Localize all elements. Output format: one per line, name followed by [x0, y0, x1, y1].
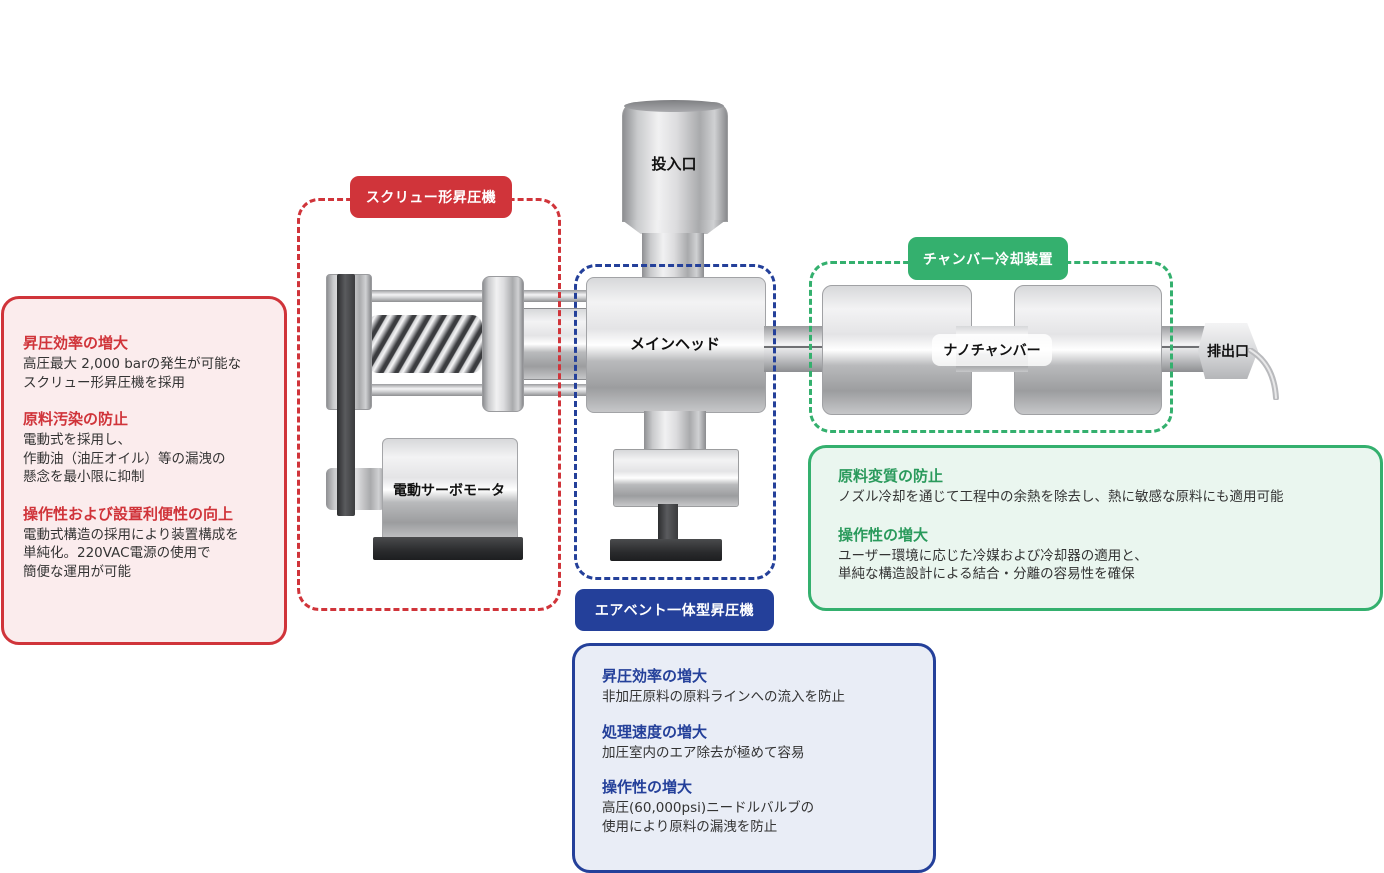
inlet-hopper-body	[622, 102, 728, 222]
nano-chamber-label: ナノチャンバー	[932, 334, 1052, 366]
servo-motor-base	[373, 537, 523, 560]
tie-rod-bottom	[368, 384, 588, 396]
ball-screw	[368, 315, 482, 373]
info-section: 原料汚染の防止 電動式を採用し、 作動油（油圧オイル）等の漏洩の 懸念を最小限に…	[23, 409, 266, 487]
needle-valve-stem	[658, 504, 678, 540]
info-section: 原料変質の防止 ノズル冷却を通じて工程中の余熱を除去し、熱に敏感な原料にも適用可…	[838, 466, 1362, 507]
info-body: ノズル冷却を通じて工程中の余熱を除去し、熱に敏感な原料にも適用可能	[838, 489, 1284, 505]
airvent-booster-group-outline	[574, 264, 776, 580]
info-section: 操作性の増大 高圧(60,000psi)ニードルバルブの 使用により原料の漏洩を…	[602, 777, 915, 836]
info-title: 昇圧効率の増大	[602, 667, 708, 685]
servo-motor-body	[382, 438, 518, 542]
cooling-badge: チャンバー冷却装置	[908, 237, 1068, 280]
cooling-group-outline	[809, 261, 1173, 433]
inlet-label: 投入口	[651, 154, 697, 173]
main-head-body	[586, 277, 766, 413]
info-body: 加圧室内のエア除去が極めて容易	[602, 744, 805, 761]
vent-neck	[644, 411, 706, 449]
servo-motor-label: 電動サーボモータ	[393, 483, 505, 499]
info-section: 操作性の増大 ユーザー環境に応じた冷媒および冷却器の適用と、 単純な構造設計によ…	[838, 525, 1362, 584]
needle-valve-block	[613, 449, 739, 507]
info-title: 原料変質の防止	[838, 467, 944, 485]
info-body: 電動式構造の採用により装置構成を 単純化。220VAC電源の使用で 簡便な運用が…	[23, 526, 239, 580]
info-title: 処理速度の増大	[602, 722, 708, 741]
info-title: 操作性の増大	[838, 525, 929, 544]
motor-belt-loop	[337, 468, 355, 514]
drive-belt	[337, 274, 355, 516]
info-section: 操作性および設置利便性の向上 電動式構造の採用により装置構成を 単純化。220V…	[23, 504, 266, 582]
info-section: 処理速度の増大 加圧室内のエア除去が極めて容易	[602, 722, 915, 763]
outlet-label: 排出口	[1207, 344, 1249, 360]
info-section: 昇圧効率の増大 高圧最大 2,000 barの発生が可能な スクリュー形昇圧機を…	[23, 333, 266, 392]
info-body: ユーザー環境に応じた冷媒および冷却器の適用と、 単純な構造設計による結合・分離の…	[838, 547, 1148, 583]
inlet-hopper-taper	[622, 220, 726, 234]
motor-shaft-pulley	[326, 468, 386, 510]
screw-carrier-block	[482, 276, 524, 412]
info-title: 昇圧効率の増大	[23, 334, 129, 352]
tie-rod-top	[368, 290, 588, 302]
info-section: 昇圧効率の増大 非加圧原料の原料ラインへの流入を防止	[602, 666, 915, 707]
info-body: 非加圧原料の原料ラインへの流入を防止	[602, 689, 845, 705]
inlet-hopper-top	[624, 100, 724, 112]
needle-valve-handle	[610, 539, 722, 561]
main-head-label: メインヘッド	[629, 334, 720, 353]
outlet-tube	[1248, 348, 1279, 400]
screw-booster-info-box: 昇圧効率の増大 高圧最大 2,000 barの発生が可能な スクリュー形昇圧機を…	[1, 296, 287, 645]
info-body: 高圧最大 2,000 barの発生が可能な スクリュー形昇圧機を採用	[23, 356, 242, 391]
info-title: 原料汚染の防止	[23, 410, 129, 428]
screw-booster-badge: スクリュー形昇圧機	[350, 176, 512, 218]
info-body: 電動式を採用し、 作動油（油圧オイル）等の漏洩の 懸念を最小限に抑制	[23, 432, 226, 485]
info-body: 高圧(60,000psi)ニードルバルブの 使用により原料の漏洩を防止	[602, 800, 815, 835]
cooling-info-box: 原料変質の防止 ノズル冷却を通じて工程中の余熱を除去し、熱に敏感な原料にも適用可…	[808, 445, 1383, 611]
airvent-booster-info-box: 昇圧効率の増大 非加圧原料の原料ラインへの流入を防止 処理速度の増大 加圧室内の…	[572, 643, 936, 873]
screw-booster-group-outline	[297, 198, 561, 611]
inlet-neck	[642, 233, 704, 283]
info-title: 操作性および設置利便性の向上	[23, 504, 234, 523]
airvent-booster-badge: エアベント一体型昇圧機	[575, 589, 774, 631]
info-title: 操作性の増大	[602, 778, 693, 796]
